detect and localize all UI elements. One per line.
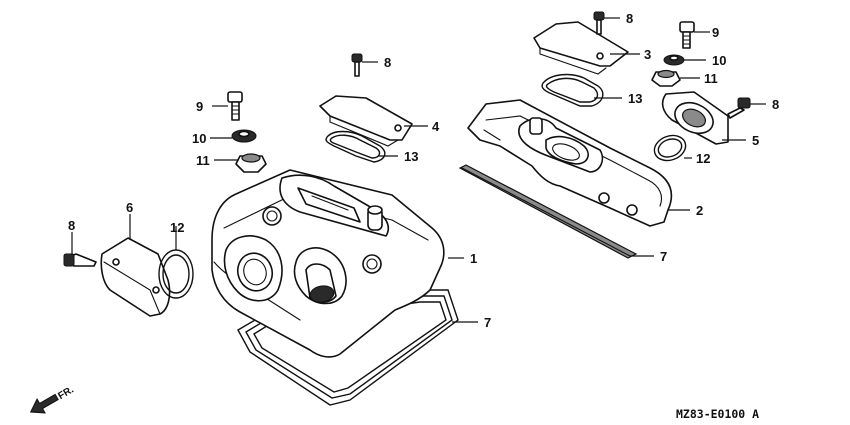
breather-gasket-front bbox=[325, 130, 386, 163]
grommet-rear bbox=[651, 69, 681, 87]
callout-6: 6 bbox=[126, 200, 133, 215]
cylinder-head-cover-front bbox=[211, 169, 445, 358]
washer-front bbox=[231, 129, 257, 143]
callout-4: 4 bbox=[432, 119, 440, 134]
callout-7-rear: 7 bbox=[660, 249, 667, 264]
callout-11-front: 11 bbox=[196, 153, 210, 168]
cylinder-head-cover-rear bbox=[467, 99, 673, 227]
head-cover-gasket-rear bbox=[458, 164, 638, 259]
breather-gasket-rear bbox=[541, 73, 604, 107]
bolt-middle bbox=[351, 53, 363, 77]
callout-8-left: 8 bbox=[68, 218, 75, 233]
front-direction-indicator: FR. bbox=[29, 384, 76, 414]
leader-lines bbox=[71, 17, 766, 323]
plug-bolt-front bbox=[227, 91, 243, 121]
bolt-left bbox=[63, 253, 97, 267]
grommet-front bbox=[235, 153, 267, 173]
callouts: 1 2 3 4 5 6 7 7 8 8 8 8 9 9 10 10 11 11 … bbox=[68, 11, 779, 330]
callout-9-front: 9 bbox=[196, 99, 203, 114]
callout-8-top: 8 bbox=[626, 11, 633, 26]
bolt-top bbox=[593, 11, 605, 35]
callout-12-rear: 12 bbox=[696, 151, 710, 166]
o-ring-rear bbox=[653, 134, 687, 162]
callout-11-rear: 11 bbox=[704, 71, 718, 86]
front-arrow-icon bbox=[29, 393, 59, 414]
callout-1: 1 bbox=[470, 251, 477, 266]
callout-7-front: 7 bbox=[484, 315, 491, 330]
diagram-code: MZ83-E0100 A bbox=[676, 407, 759, 421]
bolt-right bbox=[727, 97, 751, 119]
callout-12-front: 12 bbox=[170, 220, 184, 235]
tappet-hole-cap-front bbox=[100, 237, 171, 317]
callout-8-middle: 8 bbox=[384, 55, 391, 70]
callout-3: 3 bbox=[644, 47, 651, 62]
callout-2: 2 bbox=[696, 203, 703, 218]
callout-13-rear: 13 bbox=[628, 91, 642, 106]
callout-8-right: 8 bbox=[772, 97, 779, 112]
callout-13-front: 13 bbox=[404, 149, 418, 164]
callout-10-rear: 10 bbox=[712, 53, 726, 68]
front-label: FR. bbox=[56, 384, 76, 402]
washer-rear bbox=[663, 54, 685, 66]
plug-bolt-rear bbox=[679, 21, 695, 49]
tappet-hole-cap-rear bbox=[661, 91, 729, 145]
breather-cover-rear bbox=[533, 21, 629, 75]
callout-10-front: 10 bbox=[192, 131, 206, 146]
callout-5: 5 bbox=[752, 133, 759, 148]
callout-9-rear: 9 bbox=[712, 25, 719, 40]
